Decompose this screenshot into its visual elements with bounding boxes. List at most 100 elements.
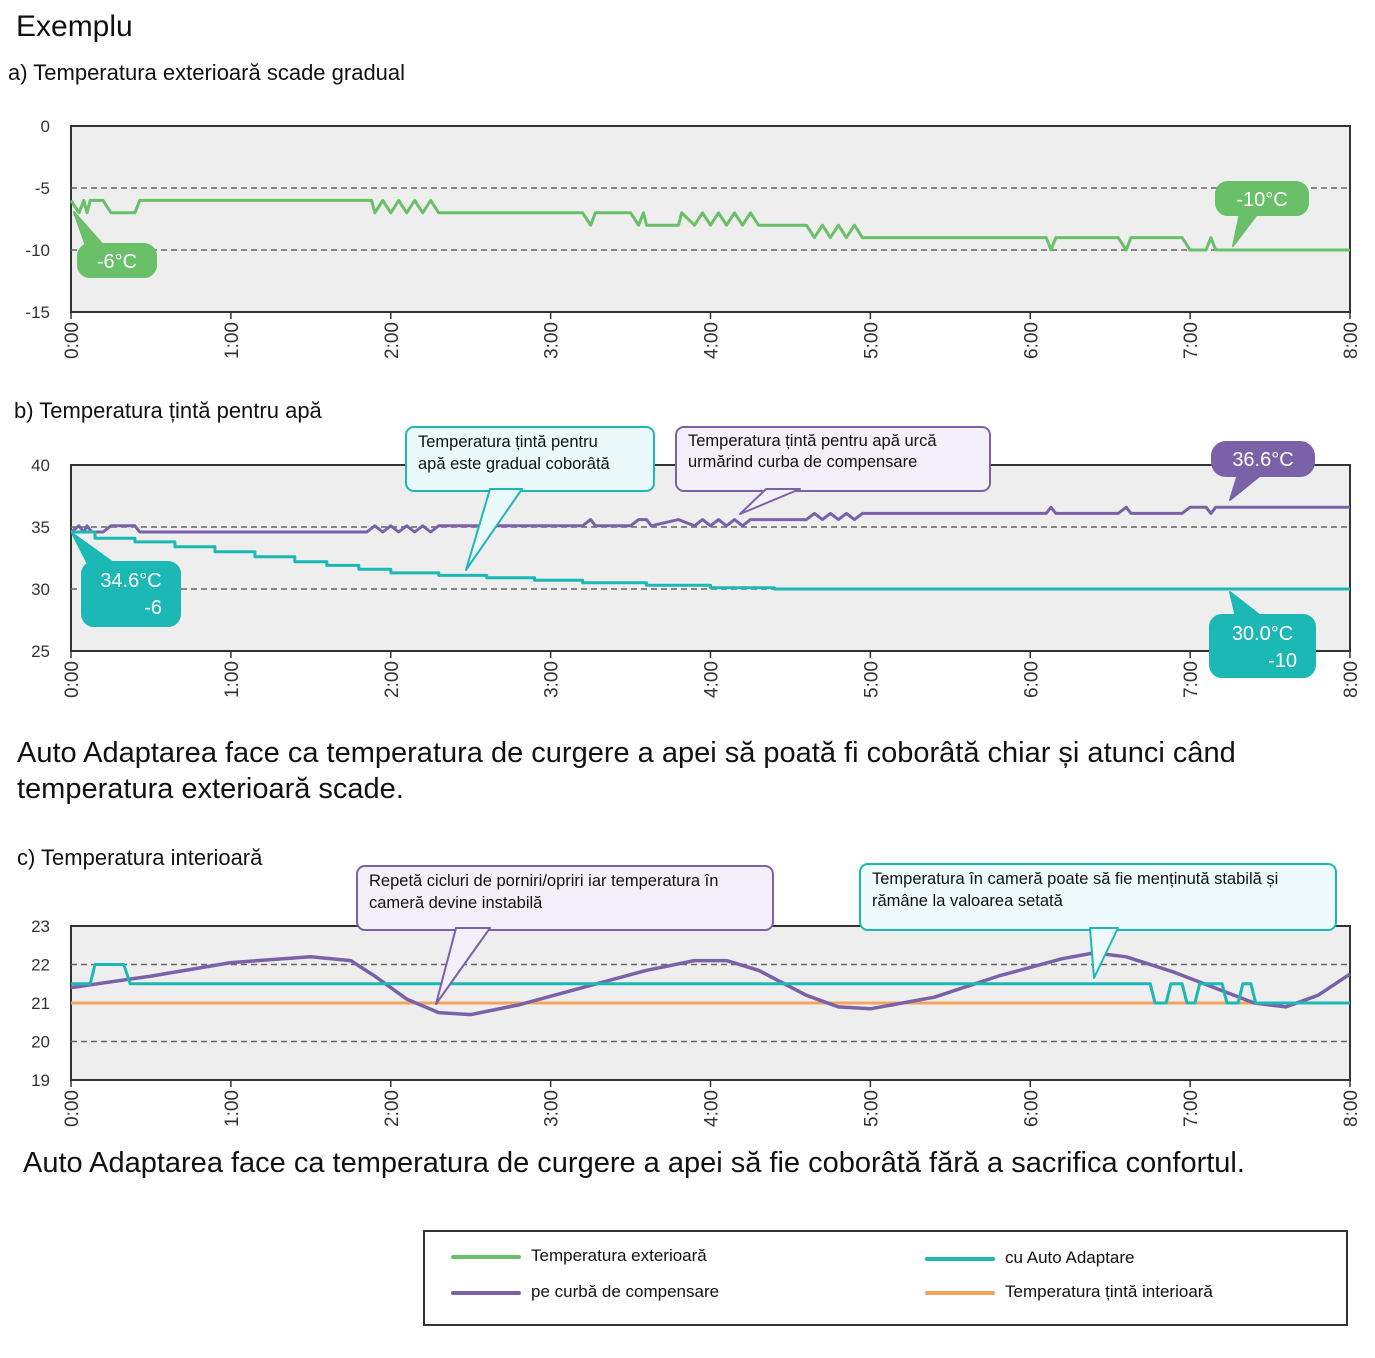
legend-item-compensation: pe curbă de compensare — [451, 1282, 719, 1302]
x-tick-label: 8:00 — [1341, 322, 1362, 359]
callout-gradual-lowered-text: Temperatura țintă pentru — [418, 433, 598, 451]
y-tick-label: -15 — [25, 303, 50, 322]
callout-stable: Temperatura în cameră poate să fie menți… — [859, 863, 1337, 979]
callout-minus-10-tail — [1232, 212, 1259, 247]
x-tick-label: 1:00 — [222, 322, 243, 359]
callout-30-0: 30.0°C-10 — [1209, 591, 1316, 678]
x-tick-label: 4:00 — [702, 322, 723, 359]
y-tick-label: 40 — [31, 456, 50, 475]
callout-34-6-text: 34.6°C — [100, 570, 161, 592]
callout-gradual-lowered-text: apă este gradual coborâtă — [418, 455, 611, 473]
series-line-compensation — [70, 951, 1351, 1017]
x-tick-label: 2:00 — [382, 1090, 403, 1127]
legend-swatch-indoor-target — [925, 1290, 995, 1295]
callout-36-6-tail — [1229, 473, 1263, 501]
series-line-outdoor — [69, 198, 1350, 252]
y-tick-label: 22 — [31, 956, 50, 975]
callout-gradual-lowered-tail — [465, 488, 523, 571]
callout-34-6: 34.6°C-6 — [71, 532, 181, 627]
callout-minus-10-box — [1215, 181, 1309, 216]
series-line-auto_adapt — [71, 963, 1350, 1005]
legend-swatch-outdoor — [451, 1254, 521, 1259]
callout-unstable-tail — [435, 927, 491, 1005]
callout-rises-curve-text: urmărind curba de compensare — [688, 453, 917, 471]
x-tick-label: 5:00 — [861, 661, 882, 698]
x-tick-label: 0:00 — [62, 661, 83, 698]
x-tick-label: 5:00 — [861, 322, 882, 359]
callout-unstable: Repetă cicluri de porniri/opriri iar tem… — [356, 865, 774, 1005]
page-title: Exemplu — [16, 10, 133, 43]
legend-label-auto-adapt: cu Auto Adaptare — [1005, 1248, 1135, 1267]
x-tick-label: 8:00 — [1341, 1090, 1362, 1127]
callout-rises-curve-box — [675, 426, 991, 492]
callout-rises-curve-text: Temperatura țintă pentru apă urcă — [688, 432, 937, 450]
x-tick-label: 0:00 — [62, 1090, 83, 1127]
callout-30-0-tail — [1229, 591, 1263, 618]
callout-unstable-text: Repetă cicluri de porniri/opriri iar tem… — [369, 872, 718, 890]
callout-36-6: 36.6°C — [1211, 441, 1315, 501]
series-line-compensation — [70, 505, 1350, 534]
legend-swatch-auto-adapt — [925, 1256, 995, 1261]
callout-36-6-box — [1211, 441, 1315, 477]
y-tick-label: -10 — [25, 241, 50, 260]
legend: Temperatura exterioară pe curbă de compe… — [423, 1230, 1348, 1326]
chart-b-title: b) Temperatura țintă pentru apă — [14, 398, 322, 423]
x-tick-label: 6:00 — [1021, 1090, 1042, 1127]
y-tick-label: -5 — [35, 179, 50, 198]
x-tick-label: 3:00 — [542, 661, 563, 698]
callout-gradual-lowered-box — [405, 426, 655, 492]
x-tick-label: 2:00 — [382, 322, 403, 359]
callout-minus-6-tail — [73, 211, 105, 247]
y-tick-label: 23 — [31, 917, 50, 936]
callout-30-0-text: 30.0°C — [1232, 623, 1293, 645]
callout-34-6-box — [81, 561, 181, 627]
x-tick-label: 0:00 — [62, 322, 83, 359]
chart-a-title: a) Temperatura exterioară scade gradual — [8, 60, 406, 85]
y-tick-label: 21 — [31, 994, 50, 1013]
plot-area — [70, 125, 1351, 313]
callout-34-6-tail — [71, 532, 116, 565]
callout-gradual-lowered: Temperatura țintă pentru apă este gradual… — [405, 426, 655, 571]
callout-minus-6: -6°C — [73, 211, 157, 278]
x-tick-label: 5:00 — [861, 1090, 882, 1127]
note-auto-adapt-2: Auto Adaptarea face ca temperatura de cu… — [23, 1147, 1245, 1179]
y-tick-label: 19 — [31, 1071, 50, 1090]
y-tick-label: 0 — [41, 117, 50, 136]
legend-label-compensation: pe curbă de compensare — [531, 1282, 720, 1301]
x-tick-label: 7:00 — [1181, 661, 1202, 698]
x-tick-label: 7:00 — [1181, 322, 1202, 359]
chart-a: 0 -5 -10 -15 0:00 1:00 2:00 3:00 4:00 5:00 6:00 7:0… — [25, 117, 1362, 359]
y-tick-label: 20 — [31, 1033, 50, 1052]
x-tick-label: 7:00 — [1181, 1090, 1202, 1127]
callout-minus-6-text: -6°C — [97, 251, 137, 273]
x-tick-label: 6:00 — [1021, 322, 1042, 359]
x-tick-label: 3:00 — [542, 322, 563, 359]
series-line-auto_adapt — [71, 530, 1350, 591]
legend-label-indoor-target: Temperatura țintă interioară — [1005, 1282, 1213, 1301]
x-tick-label: 1:00 — [222, 1090, 243, 1127]
callout-stable-tail — [1089, 927, 1119, 979]
x-tick-label: 4:00 — [702, 661, 723, 698]
x-tick-label: 3:00 — [542, 1090, 563, 1127]
legend-swatch-compensation — [451, 1290, 521, 1295]
callout-rises-curve-tail — [739, 488, 801, 515]
callout-minus-10: -10°C — [1215, 181, 1309, 247]
legend-item-indoor-target: Temperatura țintă interioară — [925, 1282, 1213, 1302]
callout-minus-6-box — [77, 243, 157, 278]
callout-stable-text: Temperatura în cameră poate să fie menți… — [872, 870, 1278, 888]
x-tick-label: 6:00 — [1021, 661, 1042, 698]
callout-minus-10-text: -10°C — [1236, 189, 1287, 211]
y-tick-label: 35 — [31, 518, 50, 537]
callout-36-6-text: 36.6°C — [1232, 449, 1293, 471]
callout-rises-curve: Temperatura țintă pentru apă urcă urmărin… — [675, 426, 991, 515]
x-tick-label: 1:00 — [222, 661, 243, 698]
chart-c-title: c) Temperatura interioară — [17, 845, 263, 870]
y-tick-label: 25 — [31, 642, 50, 661]
note-auto-adapt-1: Auto Adaptarea face ca temperatura de cu… — [17, 737, 1236, 805]
callout-unstable-text: cameră devine instabilă — [369, 894, 543, 912]
legend-item-outdoor: Temperatura exterioară — [451, 1246, 707, 1266]
callout-unstable-box — [356, 865, 774, 931]
